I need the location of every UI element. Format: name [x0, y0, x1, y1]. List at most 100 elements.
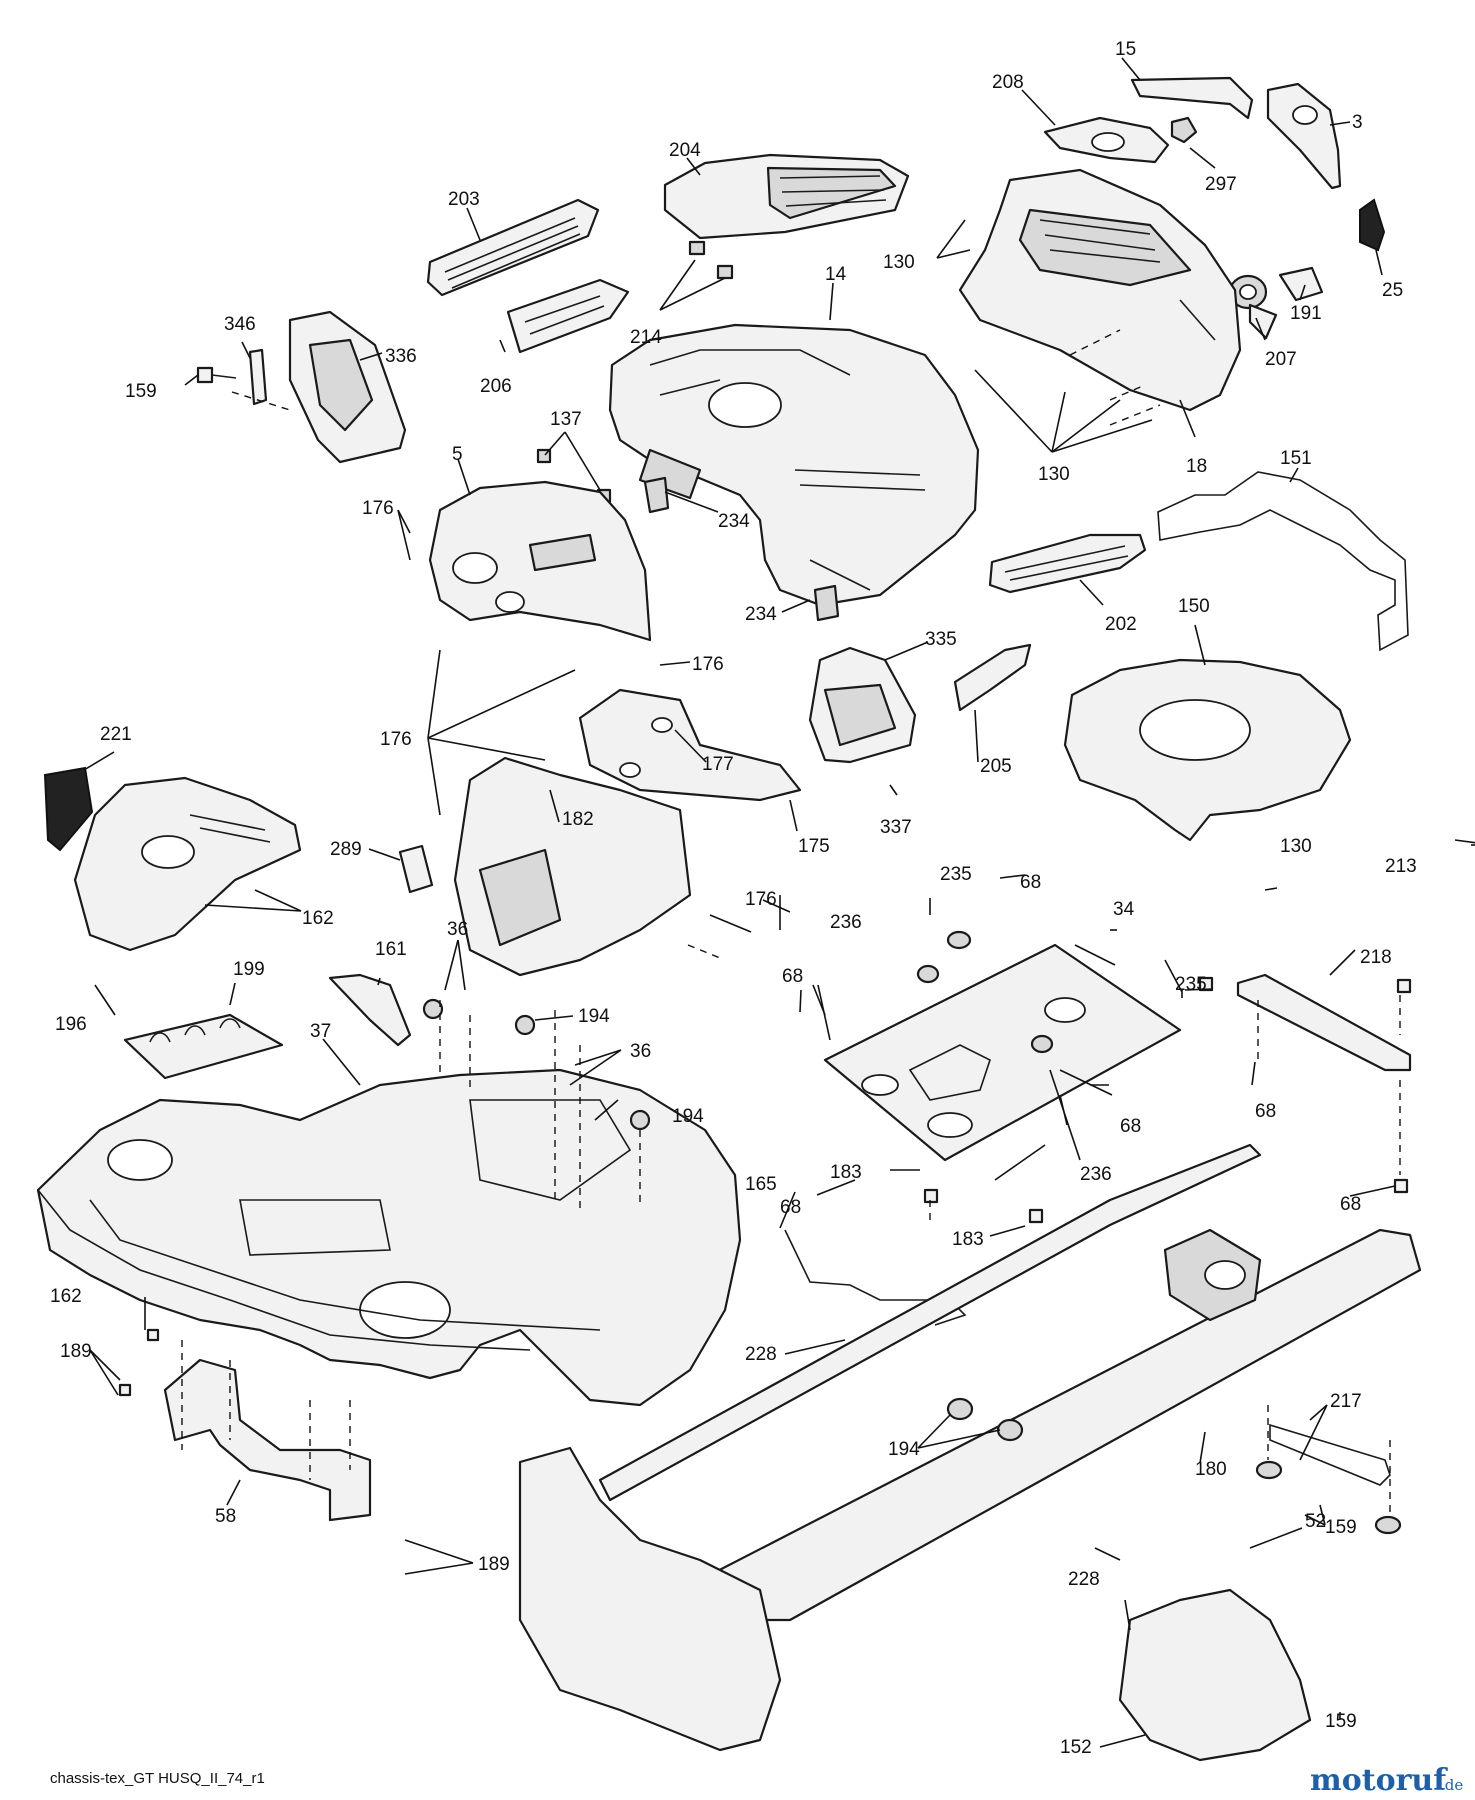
callout-235: 235 — [1175, 974, 1207, 995]
callout-3: 3 — [1352, 112, 1363, 133]
callout-176: 176 — [692, 654, 724, 675]
part-196-front-plate — [73, 776, 302, 952]
callout-217: 217 — [1330, 1391, 1362, 1412]
callout-177: 177 — [702, 754, 734, 775]
part-5-dash-panel — [428, 480, 652, 642]
callout-218: 218 — [1360, 947, 1392, 968]
part-208-headlight — [1043, 116, 1170, 164]
callout-159: 159 — [1325, 1711, 1357, 1732]
part-161-tab — [328, 973, 412, 1047]
part-204-hood-top — [663, 153, 910, 240]
part-207-plug — [1228, 274, 1278, 340]
callout-162: 162 — [50, 1286, 82, 1307]
part-218-bar — [1236, 973, 1412, 1072]
callout-182: 182 — [562, 809, 594, 830]
callout-159: 159 — [125, 381, 157, 402]
callout-68: 68 — [1120, 1116, 1141, 1137]
part-3-side-panel — [1266, 82, 1342, 190]
callout-194: 194 — [578, 1006, 610, 1027]
callout-52: 52 — [1305, 1511, 1326, 1532]
callout-37: 37 — [310, 1021, 331, 1042]
callout-337: 337 — [880, 817, 912, 838]
callout-162: 162 — [302, 908, 334, 929]
callout-208: 208 — [992, 72, 1024, 93]
callout-204: 204 — [669, 140, 701, 161]
part-202-grille — [988, 533, 1147, 594]
part-58-bracket — [163, 1358, 372, 1522]
part-203-grille — [426, 198, 600, 297]
callout-36: 36 — [630, 1041, 651, 1062]
callout-176: 176 — [380, 729, 412, 750]
callout-159: 159 — [1325, 1517, 1357, 1538]
part-18-front-nose — [958, 168, 1242, 412]
callout-176: 176 — [362, 498, 394, 519]
part-234-decal-a — [643, 476, 670, 514]
callout-152: 152 — [1060, 1737, 1092, 1758]
watermark-suffix: .de — [1440, 1776, 1463, 1794]
callout-68: 68 — [1020, 872, 1041, 893]
part-206-grille — [506, 278, 630, 354]
part-191-bracket — [1278, 266, 1324, 302]
part-14-hood — [608, 323, 980, 607]
callout-150: 150 — [1178, 596, 1210, 617]
part-221-decal — [43, 766, 94, 852]
part-335-side-panel — [808, 646, 917, 764]
callout-130: 130 — [883, 252, 915, 273]
part-15-trim — [1130, 76, 1254, 120]
leader-lines — [83, 57, 1475, 1748]
callout-205: 205 — [980, 756, 1012, 777]
callout-183: 183 — [830, 1162, 862, 1183]
callout-68: 68 — [1340, 1194, 1361, 1215]
part-34-plate — [823, 943, 1182, 1162]
callout-194: 194 — [888, 1439, 920, 1460]
callout-189: 189 — [478, 1554, 510, 1575]
callout-176: 176 — [745, 889, 777, 910]
hardware-nuts — [118, 930, 1412, 1442]
part-217-link — [1255, 1423, 1402, 1535]
callout-36: 36 — [447, 919, 468, 940]
callout-214: 214 — [630, 327, 662, 348]
callout-235: 235 — [940, 864, 972, 885]
watermark-text: motoruf — [1310, 1763, 1448, 1798]
callout-34: 34 — [1113, 899, 1135, 920]
callout-191: 191 — [1290, 303, 1322, 324]
callout-289: 289 — [330, 839, 362, 860]
callout-68: 68 — [780, 1197, 801, 1218]
part-159-bolt-a — [196, 366, 237, 384]
callout-165: 165 — [745, 1174, 777, 1195]
callout-175: 175 — [798, 836, 830, 857]
part-165-rod — [784, 1229, 967, 1326]
alignment-lines — [181, 329, 1401, 1515]
callout-151: 151 — [1280, 448, 1312, 469]
callout-14: 14 — [825, 264, 847, 285]
callout-137: 137 — [550, 409, 582, 430]
part-150-under-panel — [1063, 658, 1352, 842]
callout-183: 183 — [952, 1229, 984, 1250]
callout-236: 236 — [830, 912, 862, 933]
part-234-decal-b — [813, 584, 840, 622]
callout-18: 18 — [1186, 456, 1207, 477]
callout-130: 130 — [1038, 464, 1070, 485]
part-151-bracket — [1157, 471, 1409, 652]
callout-labels: 15 208 3 204 297 203 130 25 14 191 214 3… — [50, 39, 1417, 1758]
callout-203: 203 — [448, 189, 480, 210]
callout-68: 68 — [1255, 1101, 1276, 1122]
callout-234: 234 — [718, 511, 750, 532]
part-25-decal — [1359, 198, 1386, 252]
callout-189: 189 — [60, 1341, 92, 1362]
callout-130: 130 — [1280, 836, 1312, 857]
part-205-trim — [953, 643, 1032, 712]
callout-221: 221 — [100, 724, 132, 745]
part-152-bracket — [518, 1446, 782, 1752]
callout-25: 25 — [1382, 280, 1403, 301]
part-180-frame — [598, 1143, 1422, 1622]
callout-336: 336 — [385, 346, 417, 367]
callout-335: 335 — [925, 629, 957, 650]
callout-199: 199 — [233, 959, 265, 980]
callout-346: 346 — [224, 314, 256, 335]
callout-196: 196 — [55, 1014, 87, 1035]
callout-234: 234 — [745, 604, 777, 625]
part-182-lower-dash — [453, 756, 692, 977]
